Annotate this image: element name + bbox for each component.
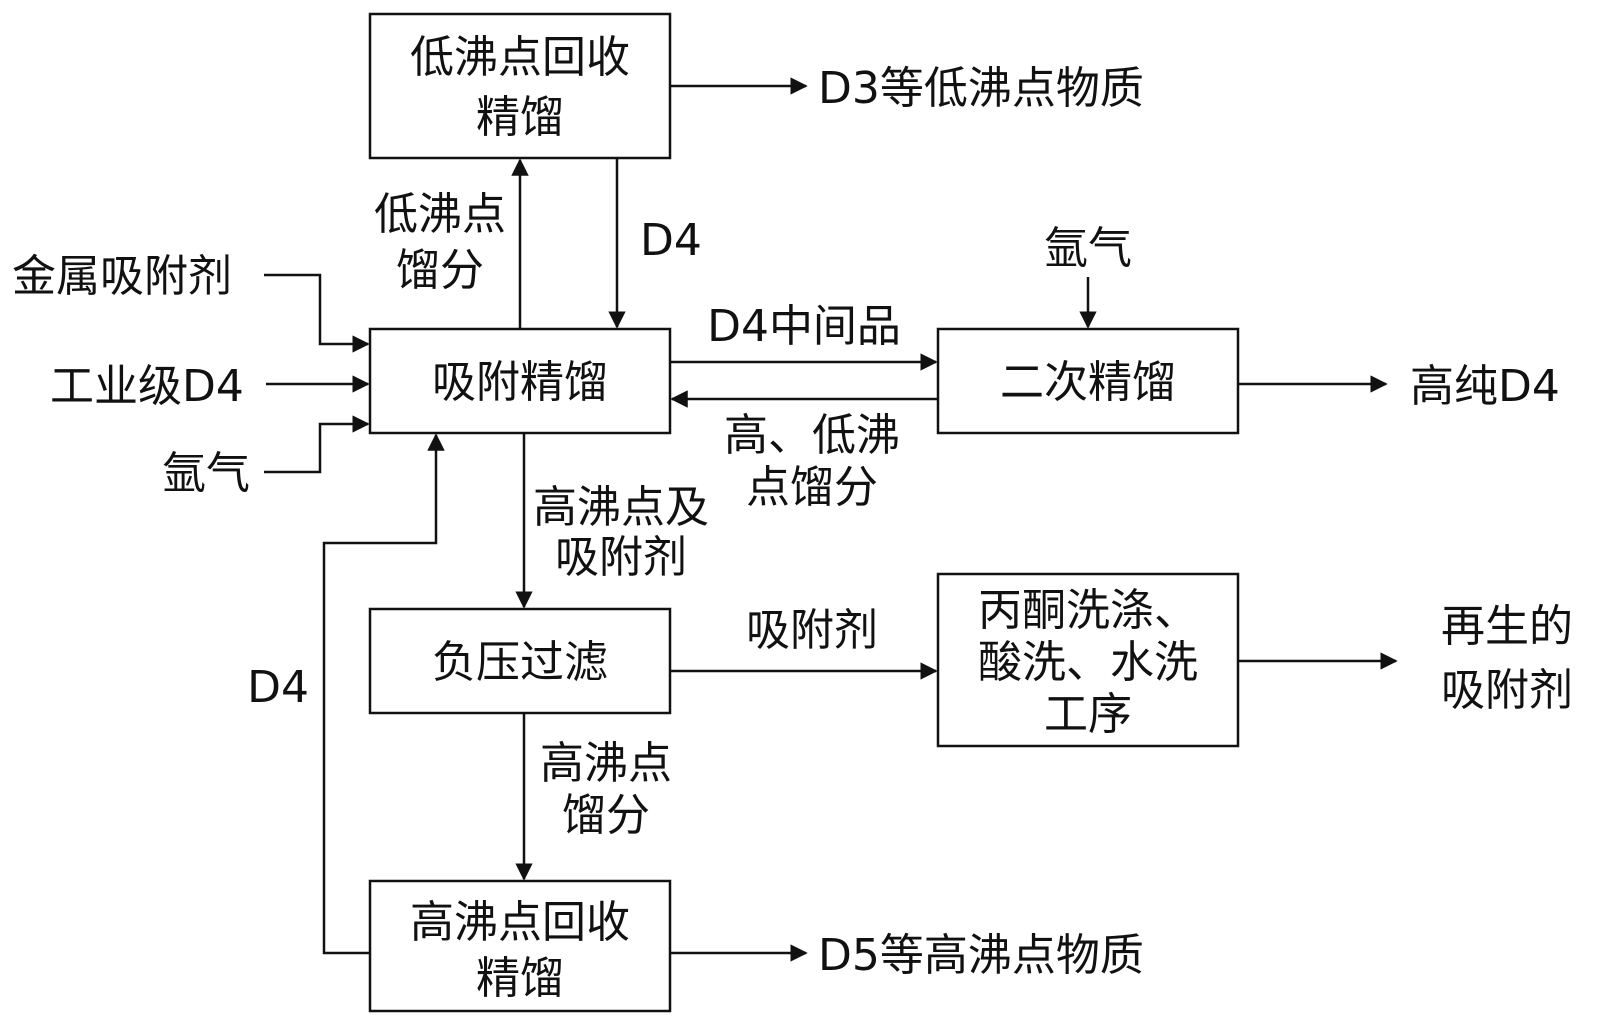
box-low-boil-recovery-line1: 低沸点回收 xyxy=(410,32,630,83)
box-washing-process-line1: 丙酮洗涤、 xyxy=(978,585,1198,636)
label-regenerated-adsorbent-line2: 吸附剂 xyxy=(1441,665,1573,716)
box-vacuum-filtration: 负压过滤 xyxy=(368,607,672,715)
box-vacuum-filtration-label: 负压过滤 xyxy=(432,637,608,688)
label-metal-adsorbent: 金属吸附剂 xyxy=(12,251,232,302)
label-high-low-fraction-line2: 点馏分 xyxy=(746,462,878,513)
label-d4-return-left: D4 xyxy=(247,662,309,713)
label-high-boil-fraction-line1: 高沸点 xyxy=(540,738,672,789)
box-secondary-distillation-label: 二次精馏 xyxy=(1000,357,1176,408)
box-low-boil-recovery: 低沸点回收 精馏 xyxy=(368,12,672,160)
arrow-metal-adsorbent-in xyxy=(264,273,370,353)
connectors xyxy=(264,77,1398,962)
label-d3-low-boil-products: D3等低沸点物质 xyxy=(818,63,1144,114)
label-d5-high-boil-products: D5等高沸点物质 xyxy=(818,930,1144,981)
box-adsorption-distillation-label: 吸附精馏 xyxy=(432,357,608,408)
label-high-boil-and-adsorbent-line1: 高沸点及 xyxy=(533,482,709,533)
label-argon-left: 氩气 xyxy=(162,448,250,499)
label-regenerated-adsorbent-line1: 再生的 xyxy=(1441,601,1573,652)
arrow-argon-left-in xyxy=(264,415,370,474)
box-washing-process-line2: 酸洗、水洗 xyxy=(978,637,1198,688)
box-washing-process: 丙酮洗涤、 酸洗、水洗 工序 xyxy=(936,572,1240,748)
label-high-boil-fraction-line2: 馏分 xyxy=(562,790,650,841)
label-argon-top: 氩气 xyxy=(1044,223,1132,274)
label-low-boil-fraction-line1: 低沸点 xyxy=(374,189,506,240)
label-d4-return-top: D4 xyxy=(640,215,702,266)
box-adsorption-distillation: 吸附精馏 xyxy=(368,327,672,435)
box-secondary-distillation: 二次精馏 xyxy=(936,327,1240,435)
label-high-low-fraction-line1: 高、低沸 xyxy=(724,410,900,461)
arrow-d4-return-loop xyxy=(322,433,445,955)
label-high-boil-and-adsorbent-line2: 吸附剂 xyxy=(555,532,687,583)
box-low-boil-recovery-line2: 精馏 xyxy=(476,92,564,143)
box-high-boil-recovery-line2: 精馏 xyxy=(476,953,564,1004)
label-high-purity-d4: 高纯D4 xyxy=(1410,361,1560,412)
label-industrial-d4: 工业级D4 xyxy=(50,361,244,412)
box-high-boil-recovery-line1: 高沸点回收 xyxy=(410,897,630,948)
label-adsorbent: 吸附剂 xyxy=(746,605,878,656)
label-d4-intermediate: D4中间品 xyxy=(707,301,901,352)
box-high-boil-recovery: 高沸点回收 精馏 xyxy=(368,879,672,1013)
box-washing-process-line3: 工序 xyxy=(1044,689,1132,740)
label-low-boil-fraction-line2: 馏分 xyxy=(396,245,484,296)
